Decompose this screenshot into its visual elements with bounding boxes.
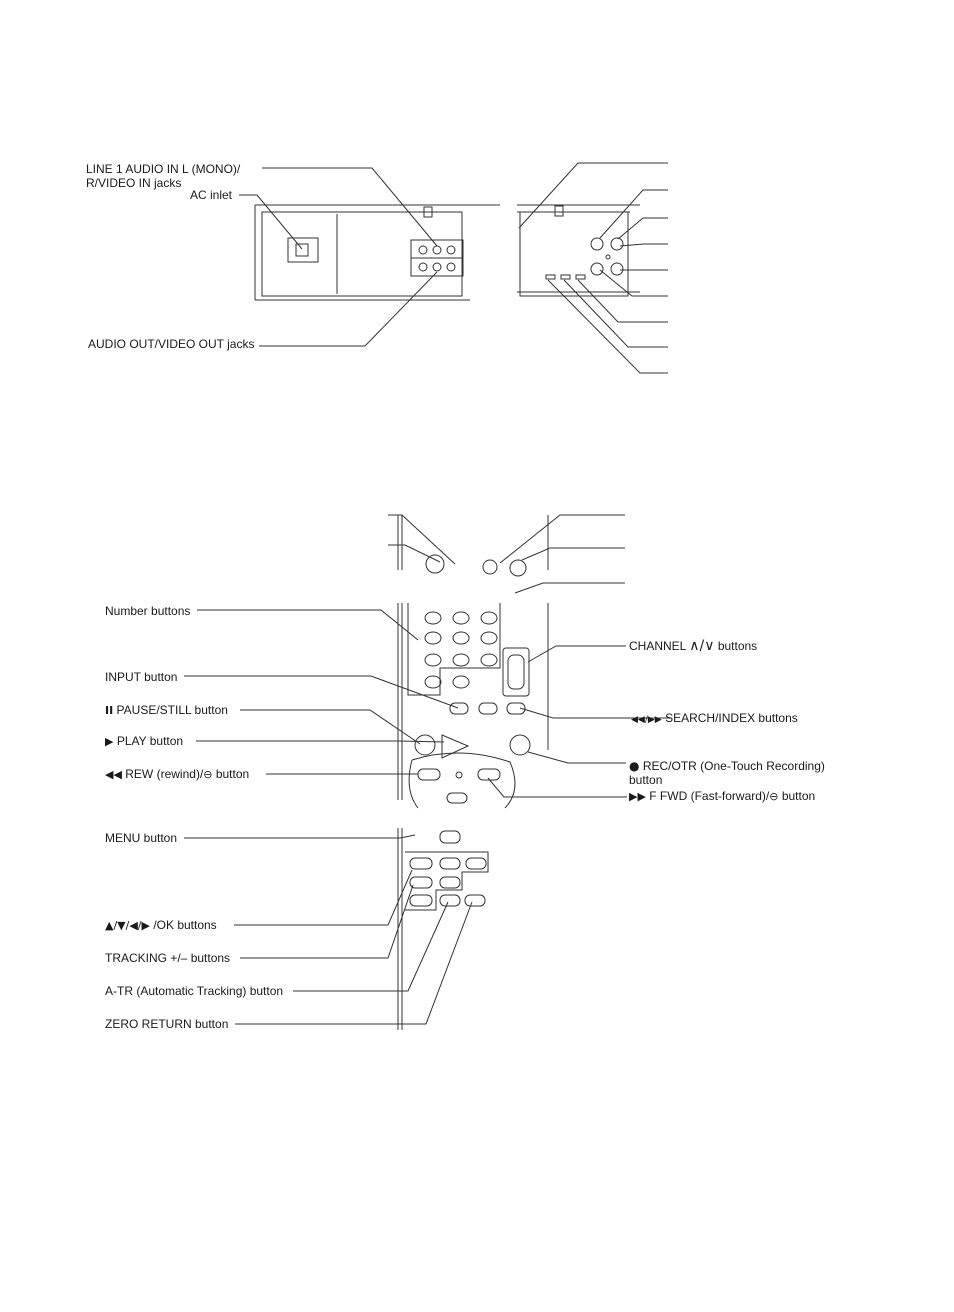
rew-suffix: button: [212, 767, 250, 781]
ffwd-text: F FWD (Fast-forward)/: [649, 789, 770, 803]
channel-up-down-icon: ∧/∨: [689, 638, 715, 654]
audio-video-out-label: AUDIO OUT/VIDEO OUT jacks: [88, 337, 255, 351]
play-text: PLAY button: [116, 734, 184, 748]
remote-bottom-drawing: [184, 828, 489, 1030]
play-icon: ▶: [105, 735, 114, 748]
ffwd-icon: ▶▶: [629, 790, 646, 803]
rec-icon: ●: [629, 759, 640, 773]
play-label: ▶ PLAY button: [105, 734, 183, 749]
channel-label: CHANNEL ∧/∨ buttons: [629, 639, 757, 653]
channel-suffix: buttons: [717, 639, 758, 653]
rew-label: ◀◀ REW (rewind)/⊖ button: [105, 767, 249, 782]
atr-label: A-TR (Automatic Tracking) button: [105, 984, 284, 998]
search-icon: ◀◀/▶▶: [631, 715, 662, 725]
menu-button-label: MENU button: [105, 831, 178, 845]
channel-text: CHANNEL: [629, 639, 686, 653]
pause-icon: II: [105, 704, 114, 717]
rew-icon: ◀◀: [105, 768, 122, 781]
arrows-ok-text: /OK buttons: [153, 918, 217, 932]
skip-back-icon: ⊖: [203, 768, 213, 781]
search-index-text: SEARCH/INDEX buttons: [665, 711, 798, 725]
pause-still-label: II PAUSE/STILL button: [105, 703, 228, 718]
zero-return-label: ZERO RETURN button: [105, 1017, 229, 1031]
rear-panel-right-drawing: [517, 204, 640, 297]
search-index-label: ◀◀/▶▶ SEARCH/INDEX buttons: [631, 711, 798, 727]
input-button-label: INPUT button: [105, 670, 178, 684]
rec-otr-label: ● REC/OTR (One-Touch Recording) button: [629, 759, 825, 787]
rec-otr-text: REC/OTR (One-Touch Recording): [642, 759, 825, 773]
arrows-ok-label: ▲/▼/◀/▶ /OK buttons: [105, 918, 217, 933]
line1-audio-in-label-line1: LINE 1 AUDIO IN L (MONO)/: [86, 162, 241, 176]
rec-otr-text-line2: button: [629, 773, 663, 787]
ffwd-suffix: button: [778, 789, 816, 803]
line1-audio-in-label: LINE 1 AUDIO IN L (MONO)/ R/VIDEO IN jac…: [86, 162, 240, 190]
remote-middle-drawing: [184, 603, 670, 809]
number-buttons-label: Number buttons: [105, 604, 191, 618]
pause-still-text: PAUSE/STILL button: [116, 703, 228, 717]
ffwd-label: ▶▶ F FWD (Fast-forward)/⊖ button: [629, 789, 815, 804]
rear-panel-left-drawing: [254, 204, 500, 301]
arrow-keys-icon: ▲/▼/◀/▶: [105, 919, 150, 932]
skip-forward-icon: ⊖: [769, 790, 779, 803]
tracking-label: TRACKING +/– buttons: [105, 951, 231, 965]
remote-top-drawing: [388, 514, 625, 594]
rew-text: REW (rewind)/: [125, 767, 204, 781]
ac-inlet-label: AC inlet: [190, 188, 233, 202]
line1-audio-in-label-line2: R/VIDEO IN jacks: [86, 176, 182, 190]
rear-panel-leaders: [239, 162, 668, 374]
